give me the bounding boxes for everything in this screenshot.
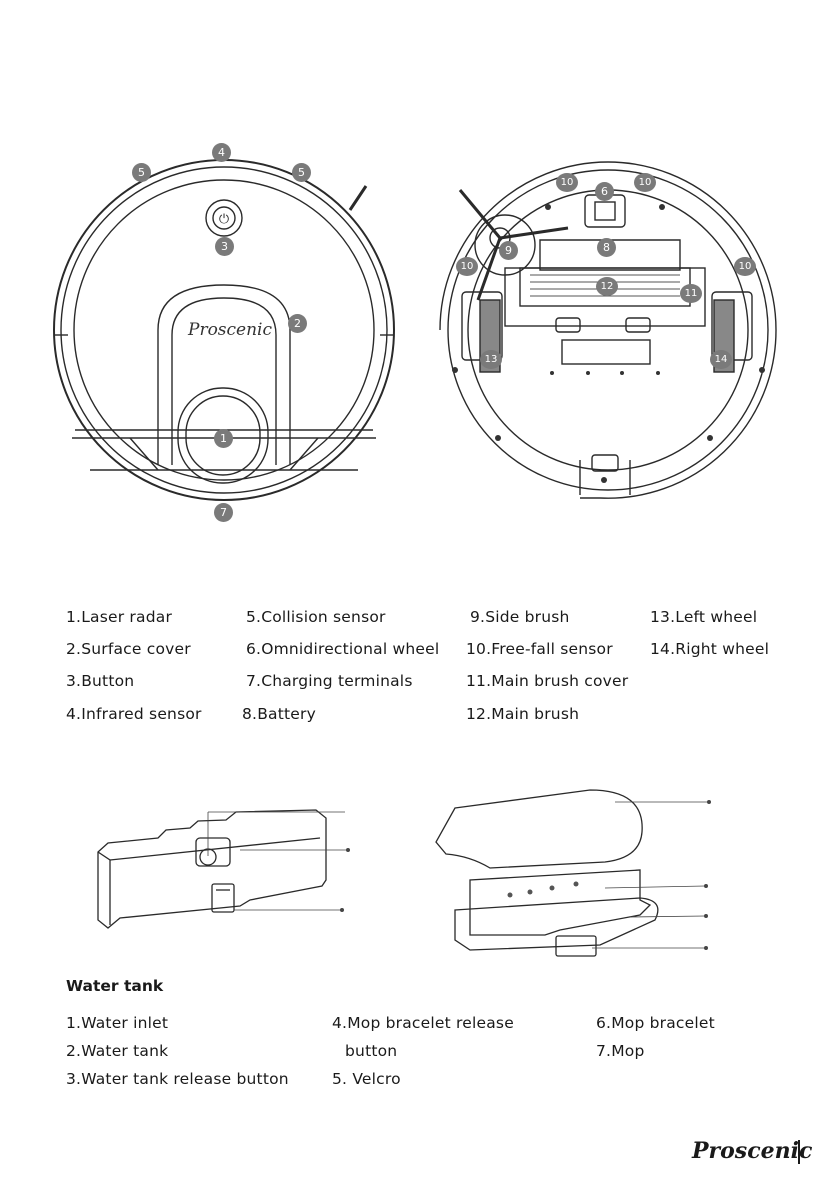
footer-brand-logo: Proscenic [692, 1138, 812, 1164]
legend-water-tank-release: 3.Water tank release button [66, 1070, 289, 1088]
legend-water-inlet: 1.Water inlet [66, 1014, 168, 1032]
legend-velcro: 5. Velcro [332, 1070, 401, 1088]
legend-mop-bracelet: 6.Mop bracelet [596, 1014, 715, 1032]
footer-divider [798, 1140, 800, 1164]
legend-water-tank: 2.Water tank [66, 1042, 168, 1060]
water-tank-title: Water tank [66, 977, 163, 995]
legend-mop: 7.Mop [596, 1042, 644, 1060]
legend-mop-bracelet-release: 4.Mop bracelet release [332, 1014, 514, 1032]
legend-mop-bracelet-release-cont: button [345, 1042, 397, 1060]
